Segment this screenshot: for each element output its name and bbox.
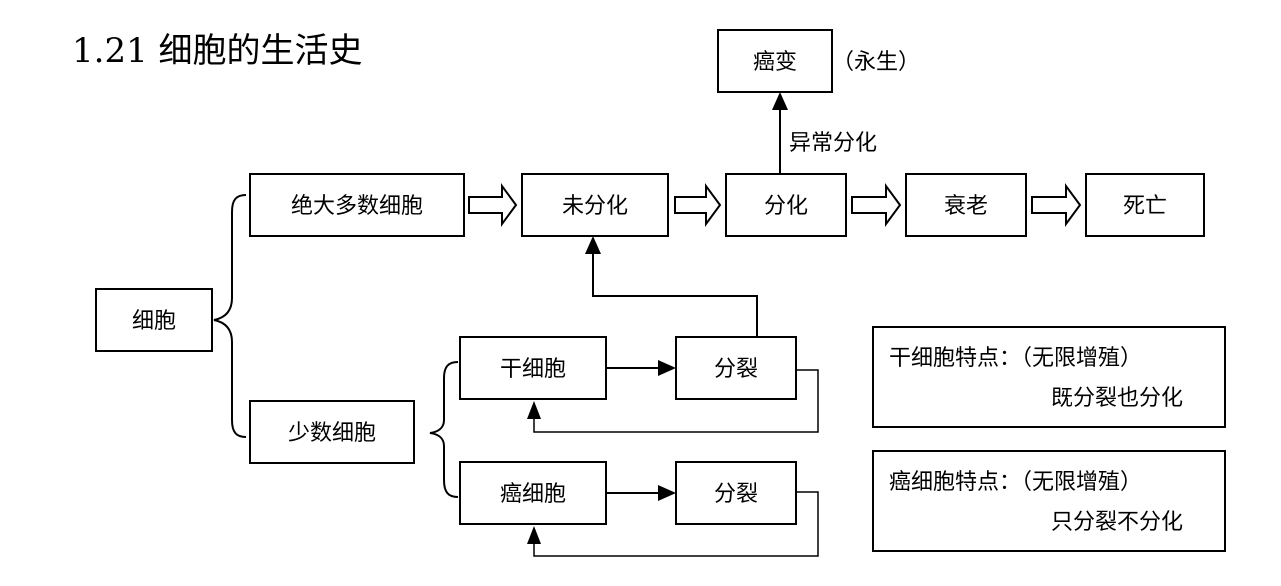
node-majority-cells: 绝大多数细胞	[249, 173, 465, 237]
page-title: 1.21 细胞的生活史	[72, 31, 363, 71]
node-cancerization-label: 癌变	[753, 50, 797, 75]
cancer-cell-note: 癌细胞特点：（无限增殖） 只分裂不分化	[872, 450, 1226, 552]
node-death: 死亡	[1085, 173, 1205, 237]
node-death-label: 死亡	[1123, 194, 1167, 219]
node-cancer-division: 分裂	[675, 461, 797, 525]
stem-cell-note: 干细胞特点：（无限增殖） 既分裂也分化	[872, 326, 1226, 428]
hollow-arrow-4	[1031, 182, 1082, 228]
node-differentiated: 分化	[725, 173, 847, 237]
stem-cell-note-line2: 既分裂也分化	[1051, 386, 1183, 411]
node-cancerization: 癌变	[717, 29, 833, 93]
node-majority-cells-label: 绝大多数细胞	[291, 194, 423, 219]
hollow-arrow-2	[674, 182, 722, 228]
node-undifferentiated: 未分化	[521, 173, 669, 237]
main-brace	[213, 194, 247, 438]
abnormal-differentiation-arrow	[772, 92, 788, 174]
hollow-arrow-3	[851, 182, 902, 228]
node-minority-cells: 少数细胞	[249, 400, 415, 464]
node-stem-division: 分裂	[675, 336, 797, 400]
stem-division-to-undifferentiated-arrow	[585, 236, 758, 337]
abnormal-differentiation-label: 异常分化	[789, 131, 877, 156]
node-cell: 细胞	[95, 288, 213, 352]
node-aging: 衰老	[905, 173, 1027, 237]
node-undifferentiated-label: 未分化	[562, 194, 628, 219]
node-stem-division-label: 分裂	[714, 357, 758, 382]
immortal-note: （永生）	[832, 50, 920, 75]
node-cancer-division-label: 分裂	[714, 482, 758, 507]
cancer-cell-note-line1: 癌细胞特点：（无限增殖）	[889, 470, 1142, 495]
node-cell-label: 细胞	[132, 309, 176, 334]
cancer-division-loop	[527, 491, 819, 557]
node-aging-label: 衰老	[944, 194, 988, 219]
node-differentiated-label: 分化	[764, 194, 808, 219]
node-cancer-cell: 癌细胞	[459, 461, 607, 525]
minority-brace	[429, 361, 459, 498]
stem-to-division-arrow	[606, 360, 676, 376]
node-minority-cells-label: 少数细胞	[288, 421, 376, 446]
stem-division-loop	[527, 369, 819, 433]
hollow-arrow-1	[468, 182, 518, 228]
cancer-cell-note-line2: 只分裂不分化	[1051, 510, 1183, 535]
cancer-to-division-arrow	[606, 485, 676, 501]
stem-cell-note-line1: 干细胞特点：（无限增殖）	[889, 346, 1142, 371]
node-cancer-cell-label: 癌细胞	[500, 482, 566, 507]
node-stem-cell-label: 干细胞	[500, 357, 566, 382]
node-stem-cell: 干细胞	[459, 336, 607, 400]
